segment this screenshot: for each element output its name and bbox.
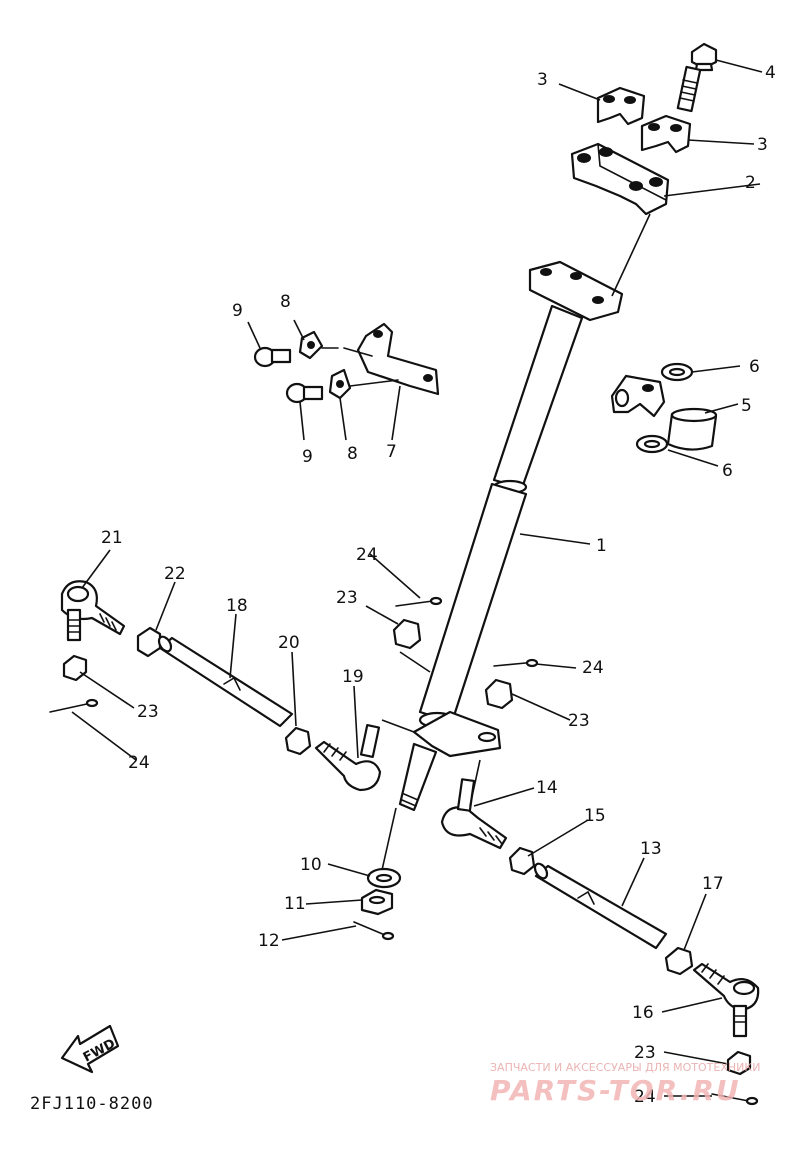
callout-17: 17 <box>702 874 724 894</box>
callout-6-lower: 6 <box>722 461 733 481</box>
part-24-cotter-pin-left-lower <box>49 698 99 713</box>
callout-2: 2 <box>745 173 756 193</box>
callout-12: 12 <box>258 931 280 951</box>
callout-13: 13 <box>640 839 662 859</box>
part-8-plate-upper <box>298 330 339 360</box>
part-23-nut-right-lower <box>726 1050 752 1076</box>
callout-10: 10 <box>300 855 322 875</box>
part-9-bolt-lower <box>285 382 324 404</box>
callout-20: 20 <box>278 633 300 653</box>
callout-14: 14 <box>536 778 558 798</box>
part-22-nut-left <box>136 626 162 658</box>
part-23-nut-left-lower <box>62 654 88 682</box>
part-7-bracket <box>343 322 440 396</box>
callout-1: 1 <box>596 536 607 556</box>
callout-8-upper: 8 <box>280 292 291 312</box>
watermark: ЗАПЧАСТИ И АКСЕССУАРЫ ДЛЯ МОТОТЕХНИКИ PA… <box>490 1061 760 1107</box>
callout-4: 4 <box>765 63 776 83</box>
callout-23-left: 23 <box>137 702 159 722</box>
part-23-nut-center <box>392 618 422 650</box>
callout-3-left: 3 <box>537 70 548 90</box>
part-4-bolt <box>676 42 718 113</box>
part-21-tie-rod-end-left <box>60 580 126 642</box>
part-24-cotter-pin-right-lower <box>711 1093 759 1106</box>
callout-23-right: 23 <box>568 711 590 731</box>
callout-7: 7 <box>386 442 397 462</box>
part-20-nut-left <box>284 726 312 756</box>
callout-24-left: 24 <box>128 753 150 773</box>
callout-23-right-lower: 23 <box>634 1043 656 1063</box>
callout-19: 19 <box>342 667 364 687</box>
part-11-nut <box>360 888 394 916</box>
part-6-washer-lower <box>635 434 669 454</box>
part-1-steering-shaft <box>398 260 624 812</box>
part-24-cotter-pin-right-upper <box>493 658 539 668</box>
fwd-arrow: FWD <box>60 1024 120 1074</box>
part-5-bushing-holder <box>610 374 666 418</box>
part-23-nut-right-upper <box>484 678 514 710</box>
callout-labels: 1 2 3 3 4 5 6 6 7 8 8 9 9 10 11 12 13 14… <box>101 63 776 1107</box>
callout-15: 15 <box>584 806 606 826</box>
part-17-nut-right <box>664 946 694 976</box>
part-9-bolt-upper <box>253 346 292 368</box>
part-10-washer <box>366 867 402 889</box>
callout-24-center: 24 <box>356 545 378 565</box>
part-2-handlebar-holder <box>570 142 670 216</box>
part-8-plate-lower <box>328 368 399 400</box>
callout-16: 16 <box>632 1003 654 1023</box>
callout-3-right: 3 <box>757 135 768 155</box>
callout-9-upper: 9 <box>232 301 243 321</box>
part-3-clamp-right <box>640 114 692 154</box>
callout-23-center: 23 <box>336 588 358 608</box>
callout-8-lower: 8 <box>347 444 358 464</box>
part-5-bushing <box>666 407 718 451</box>
part-19-tie-rod-end-left-inner <box>314 723 382 792</box>
callout-11: 11 <box>284 894 306 914</box>
callout-18: 18 <box>226 596 248 616</box>
callout-6-upper: 6 <box>749 357 760 377</box>
part-14-tie-rod-end-right-inner <box>440 778 508 850</box>
part-12-cotter-pin <box>353 921 395 941</box>
callout-24-right: 24 <box>582 658 604 678</box>
part-18-tie-rod-left <box>157 635 294 728</box>
part-24-cotter-pin-center <box>395 596 443 607</box>
part-13-tie-rod-right <box>533 862 668 950</box>
leader-lines <box>71 59 763 1097</box>
callout-21: 21 <box>101 528 123 548</box>
watermark-logo: PARTS-TOR.RU <box>490 1074 741 1107</box>
callout-9-lower: 9 <box>302 447 313 467</box>
callout-24-right-lower: 24 <box>634 1087 656 1107</box>
watermark-tagline: ЗАПЧАСТИ И АКСЕССУАРЫ ДЛЯ МОТОТЕХНИКИ <box>490 1061 760 1074</box>
part-3-clamp-left <box>596 86 646 126</box>
callout-22: 22 <box>164 564 186 584</box>
part-15-nut-right <box>508 846 536 876</box>
part-16-tie-rod-end-right <box>692 962 760 1038</box>
part-6-washer-upper <box>660 362 694 382</box>
callout-5: 5 <box>741 396 752 416</box>
diagram-code: 2FJ110-8200 <box>30 1094 154 1114</box>
